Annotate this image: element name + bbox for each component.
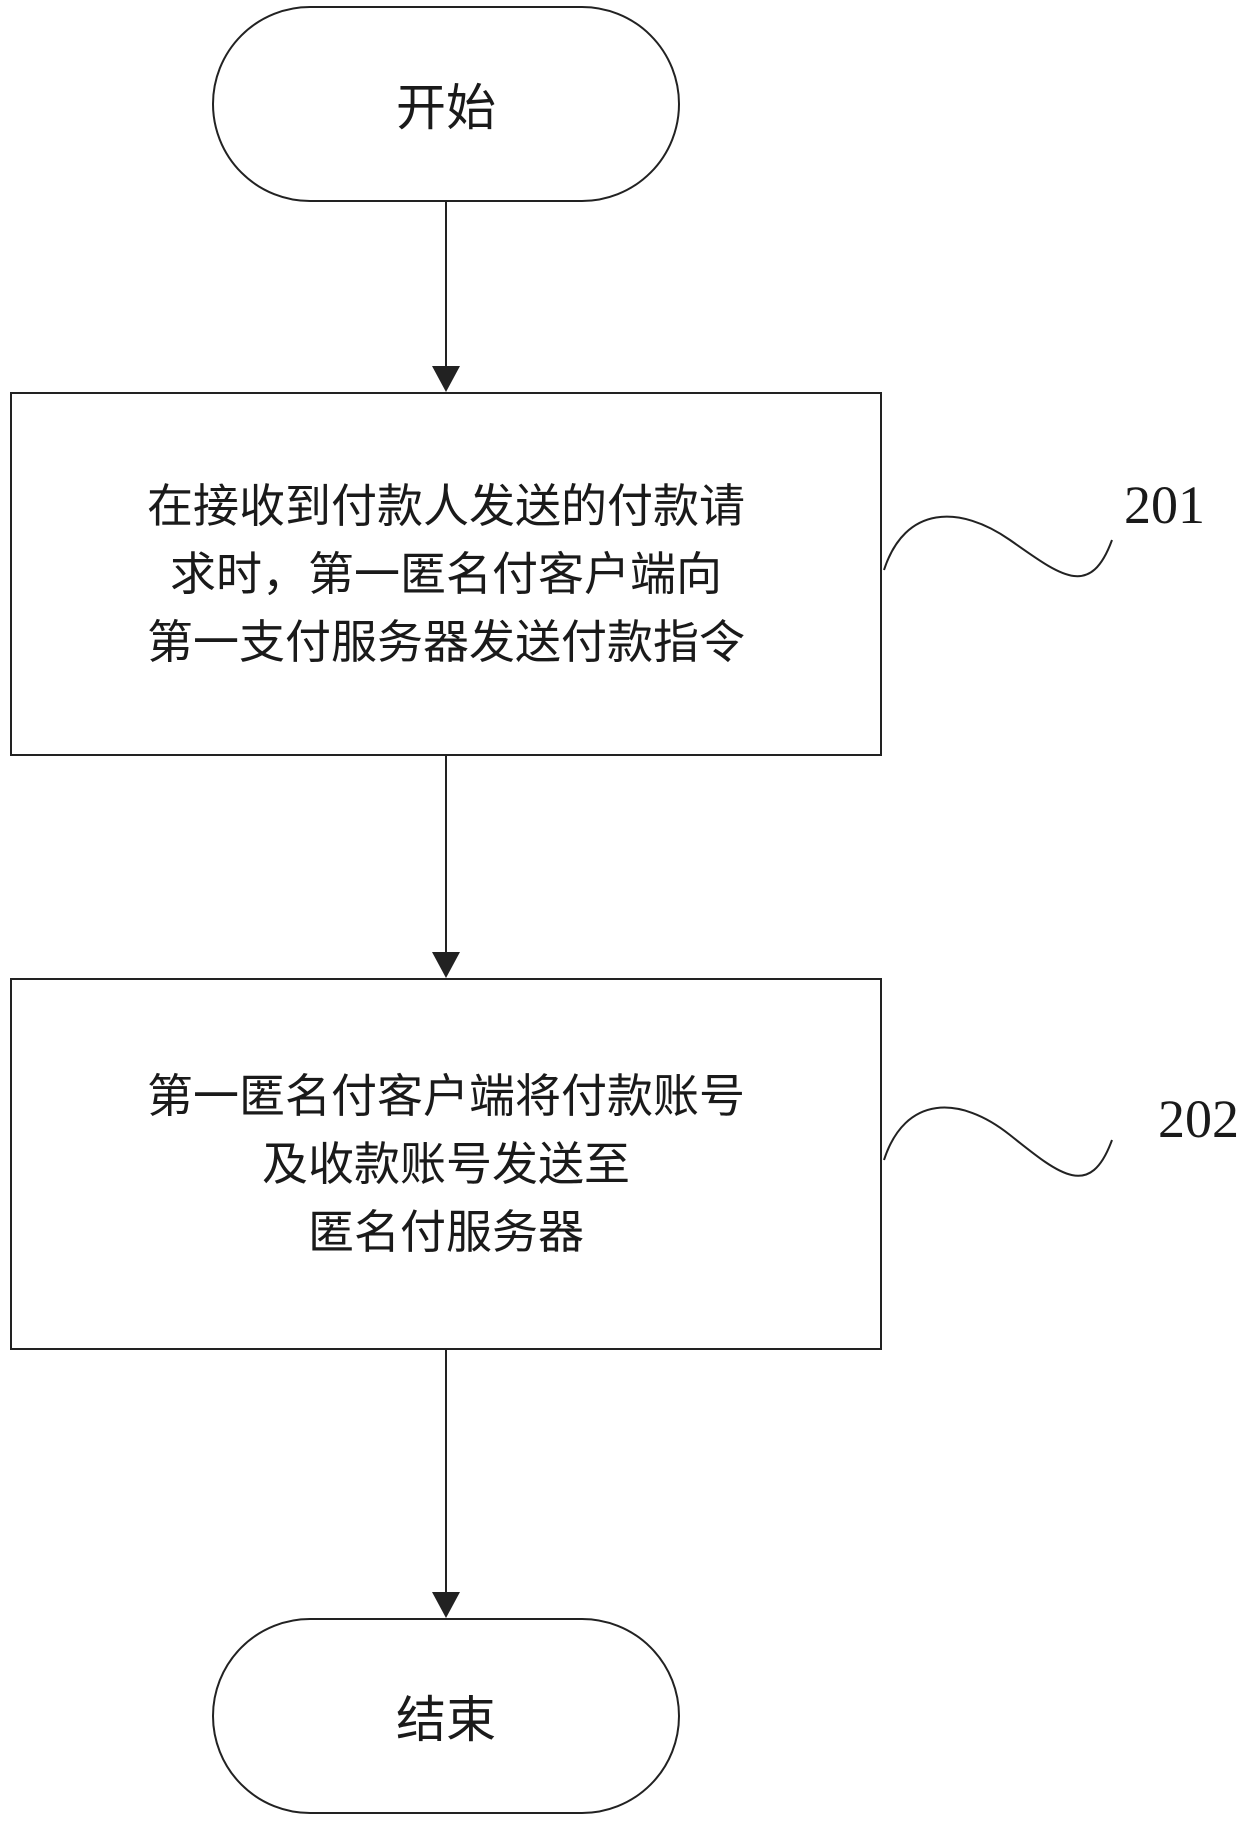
- step-number-201: 201: [1124, 475, 1205, 535]
- step-201-line-1: 在接收到付款人发送的付款请: [147, 479, 745, 533]
- arrowhead-step1: [432, 366, 460, 392]
- process-step-202: 第一匿名付客户端将付款账号 及收款账号发送至 匿名付服务器: [10, 978, 882, 1350]
- arrowhead-end: [432, 1592, 460, 1618]
- process-step-201: 在接收到付款人发送的付款请 求时，第一匿名付客户端向 第一支付服务器发送付款指令: [10, 392, 882, 756]
- step-201-line-2: 求时，第一匿名付客户端向: [170, 547, 722, 601]
- step-202-text: 第一匿名付客户端将付款账号 及收款账号发送至 匿名付服务器: [147, 1062, 745, 1266]
- start-node: 开始: [212, 6, 680, 202]
- leader-curve-202: [883, 1106, 1113, 1177]
- step-202-line-1: 第一匿名付客户端将付款账号: [147, 1069, 745, 1123]
- step-number-202: 202: [1158, 1089, 1239, 1149]
- step-202-line-3: 匿名付服务器: [308, 1205, 584, 1259]
- step-201-text: 在接收到付款人发送的付款请 求时，第一匿名付客户端向 第一支付服务器发送付款指令: [147, 472, 745, 676]
- leader-curve-201: [883, 515, 1113, 578]
- step-201-line-3: 第一支付服务器发送付款指令: [147, 615, 745, 669]
- start-label: 开始: [396, 79, 496, 137]
- step-202-line-2: 及收款账号发送至: [262, 1137, 630, 1191]
- end-node: 结束: [212, 1618, 680, 1814]
- arrowhead-step2: [432, 952, 460, 978]
- end-label: 结束: [396, 1691, 496, 1749]
